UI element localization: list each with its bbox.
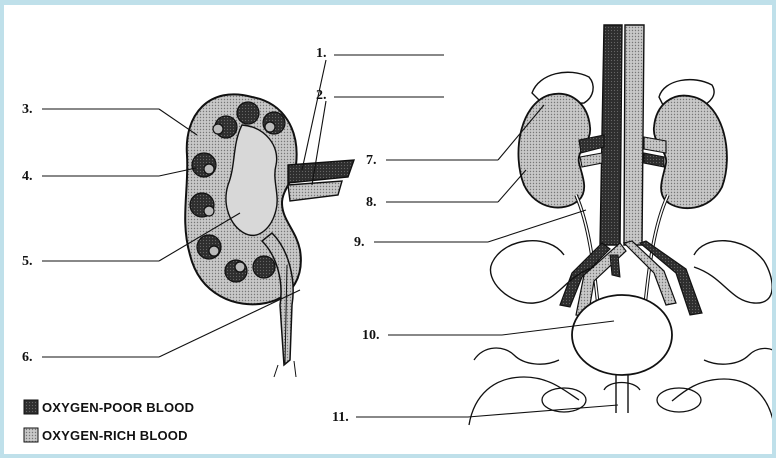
label-11: 11. — [332, 410, 349, 425]
pelvic-bone — [489, 240, 772, 304]
kidney-cross-section — [184, 93, 356, 378]
label-4: 4. — [22, 169, 33, 184]
label-5: 5. — [22, 254, 33, 269]
renal-vein — [287, 159, 356, 184]
right-kidney — [653, 94, 728, 209]
legend: OXYGEN-POOR BLOOD OXYGEN-RICH BLOOD — [23, 399, 194, 443]
urethra — [615, 375, 629, 413]
aorta — [623, 24, 645, 246]
leader-lines — [42, 54, 619, 418]
label-10: 10. — [362, 328, 380, 343]
legend-label-rich: OXYGEN-RICH BLOOD — [42, 428, 188, 443]
legend-swatch-rich — [23, 427, 39, 443]
label-3: 3. — [22, 102, 33, 117]
label-2: 2. — [316, 88, 327, 103]
label-6: 6. — [22, 350, 33, 365]
renal-pyramids — [189, 101, 286, 283]
urinary-bladder — [571, 294, 673, 376]
renal-pelvis — [225, 124, 278, 236]
kidney-urinary-diagram: 1. 2. 3. 4. 5. 6. 7. 8. 9. 10. 11. OXYGE… — [22, 24, 772, 443]
label-8: 8. — [366, 195, 377, 210]
legend-label-poor: OXYGEN-POOR BLOOD — [42, 400, 194, 415]
renal-artery — [287, 180, 343, 202]
number-labels: 1. 2. 3. 4. 5. 6. 7. 8. 9. 10. 11. — [22, 46, 380, 425]
label-7: 7. — [366, 153, 377, 168]
legend-swatch-poor — [23, 399, 39, 415]
label-1: 1. — [316, 46, 327, 61]
left-kidney — [517, 92, 591, 209]
label-9: 9. — [354, 235, 365, 250]
urinary-system-front — [468, 24, 772, 426]
